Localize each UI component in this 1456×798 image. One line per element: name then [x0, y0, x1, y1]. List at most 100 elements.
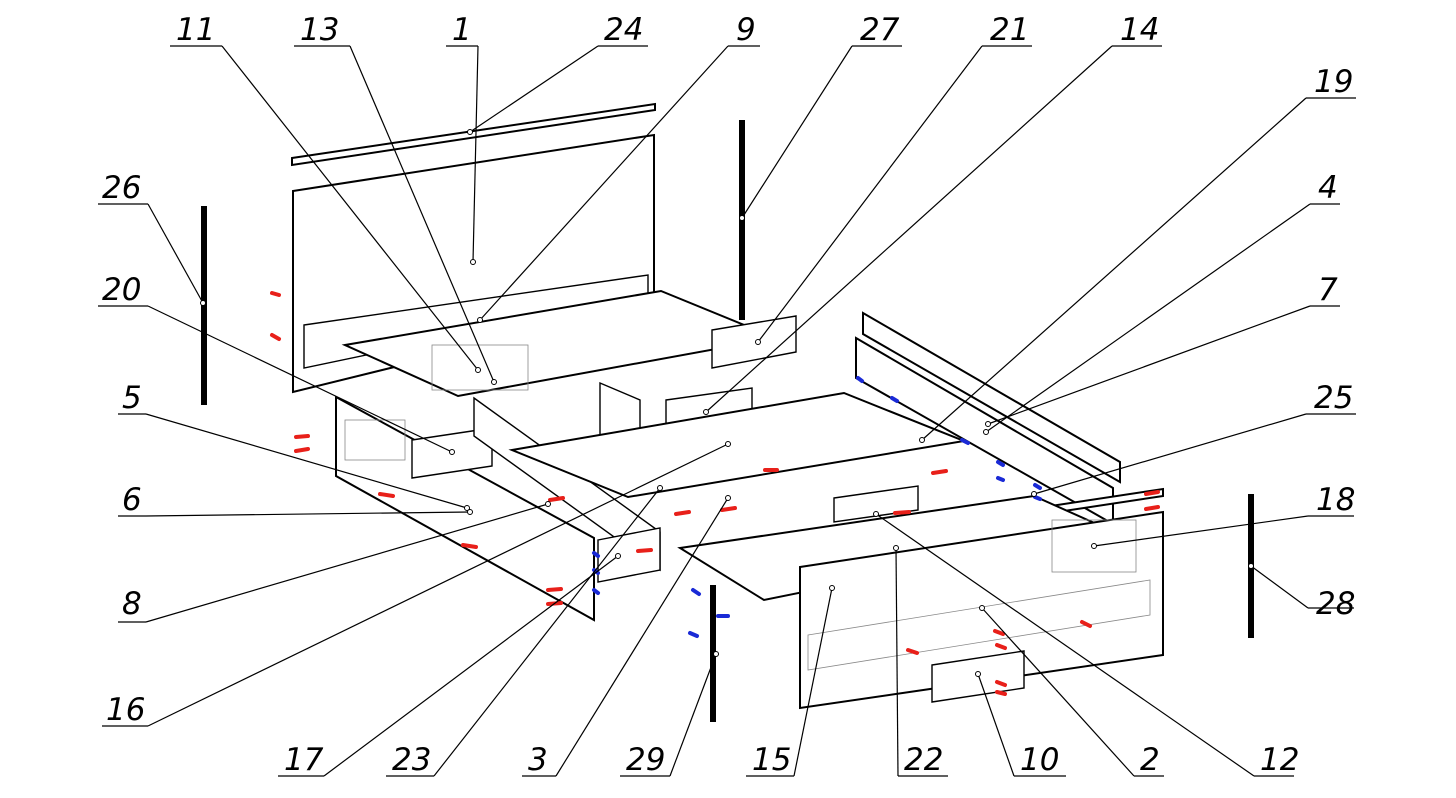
callout-tip — [829, 585, 835, 591]
callout-25: 25 — [1031, 380, 1356, 497]
callout-leader — [981, 607, 1135, 777]
callout-label: 13 — [300, 12, 339, 48]
callout-leader — [433, 487, 661, 777]
callout-leader — [669, 653, 717, 777]
callout-label: 7 — [1318, 272, 1338, 308]
callout-18: 18 — [1091, 482, 1355, 549]
callout-label: 8 — [122, 586, 142, 622]
callout-leader — [469, 45, 599, 133]
callout-leader — [221, 45, 479, 371]
callout-leader — [757, 45, 983, 343]
callout-tip — [467, 129, 473, 135]
callout-24: 24 — [467, 12, 648, 135]
callout-leader — [977, 673, 1015, 777]
callout-tip — [919, 437, 925, 443]
callout-leader — [793, 587, 833, 777]
callout-tip — [615, 553, 621, 559]
part-24-top-rail — [291, 102, 656, 167]
part-5-hidden-detail — [344, 419, 406, 461]
callout-tip — [1248, 563, 1254, 569]
part-18-drawer — [1051, 519, 1137, 573]
callout-tip — [200, 300, 206, 306]
callout-label: 20 — [102, 272, 141, 308]
callout-label: 19 — [1314, 64, 1353, 100]
callout-leader — [147, 305, 453, 453]
callout-label: 25 — [1314, 380, 1353, 416]
callout-6: 6 — [118, 482, 473, 518]
callout-21: 21 — [755, 12, 1032, 345]
callout-7: 7 — [985, 272, 1340, 427]
part-11-drawer-front-upper — [431, 344, 529, 391]
callout-leader — [147, 443, 729, 727]
callout-tip — [873, 511, 879, 517]
callout-label: 23 — [392, 742, 431, 778]
callout-27: 27 — [739, 12, 902, 221]
callout-tip — [755, 339, 761, 345]
callout-29: 29 — [620, 651, 719, 778]
callout-label: 4 — [1318, 170, 1338, 206]
callout-leader — [147, 203, 204, 304]
callout-label: 15 — [752, 742, 791, 778]
callout-leader — [145, 503, 549, 623]
callout-4: 4 — [983, 170, 1340, 435]
callout-label: 2 — [1140, 742, 1160, 778]
callout-tip — [491, 379, 497, 385]
callout-12: 12 — [873, 511, 1299, 778]
callout-22: 22 — [893, 545, 948, 778]
callout-8: 8 — [118, 501, 551, 623]
callout-label: 21 — [990, 12, 1029, 48]
part-17-block — [597, 527, 661, 583]
callout-label: 11 — [176, 12, 215, 48]
callout-11: 11 — [170, 12, 481, 373]
callout-leader — [555, 497, 729, 777]
callout-tip — [975, 671, 981, 677]
callout-2: 2 — [979, 605, 1164, 778]
part-21-block — [711, 315, 797, 369]
callout-leader — [875, 513, 1255, 777]
callout-10: 10 — [975, 671, 1066, 778]
callout-leader — [705, 45, 1113, 413]
callout-17: 17 — [278, 553, 621, 778]
callout-tip — [713, 651, 719, 657]
callout-leader — [1033, 413, 1307, 495]
callout-label: 18 — [1316, 482, 1355, 518]
callout-16: 16 — [102, 441, 731, 728]
callout-tip — [477, 317, 483, 323]
callout-14: 14 — [703, 12, 1162, 415]
callout-label: 5 — [122, 380, 142, 416]
callout-leader — [985, 203, 1311, 433]
parts — [201, 102, 1254, 722]
part-2-inner-outline — [807, 579, 1151, 671]
callout-leader — [349, 45, 495, 383]
callout-label: 24 — [604, 12, 643, 48]
callout-leader — [741, 45, 853, 219]
part-4-right-side — [862, 311, 1121, 484]
callout-tip — [657, 485, 663, 491]
callout-23: 23 — [386, 485, 663, 778]
callout-tip — [979, 605, 985, 611]
callout-tip — [893, 545, 899, 551]
callout-leader — [323, 555, 619, 777]
callout-tip — [725, 441, 731, 447]
callout-label: 14 — [1120, 12, 1159, 48]
callout-tip — [449, 449, 455, 455]
callout-leader — [145, 511, 471, 517]
callout-label: 27 — [860, 12, 900, 48]
callout-label: 17 — [284, 742, 324, 778]
callout-1: 1 — [446, 12, 479, 265]
callout-tip — [985, 421, 991, 427]
callout-tip — [470, 259, 476, 265]
callout-label: 3 — [528, 742, 548, 778]
callout-tip — [464, 505, 470, 511]
callout-leader — [895, 547, 899, 777]
callout-leader — [472, 45, 479, 263]
callout-label: 6 — [122, 482, 142, 518]
callout-tip — [1091, 543, 1097, 549]
callout-label: 28 — [1316, 586, 1355, 622]
callout-9: 9 — [477, 12, 760, 323]
callout-20: 20 — [98, 272, 455, 455]
callout-28: 28 — [1248, 563, 1355, 622]
callout-tip — [739, 215, 745, 221]
